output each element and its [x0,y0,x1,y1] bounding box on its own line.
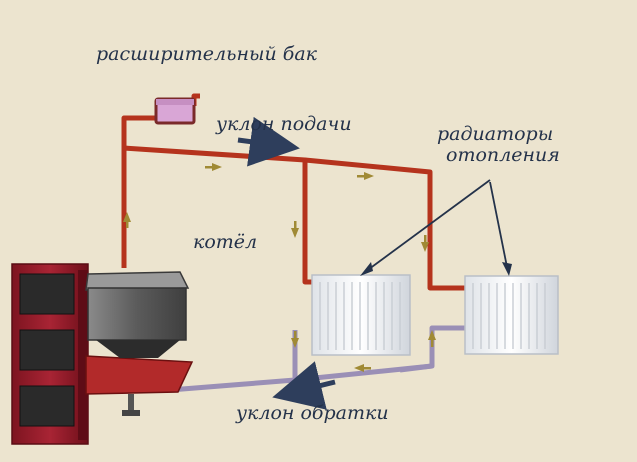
radiator-pointers [360,179,512,276]
radiator-left [311,274,411,356]
radiator-right [464,275,559,355]
radiators-label-line1: радиаторы [437,123,554,145]
return-slope-arrow [272,361,336,410]
flow-arrow-up-2 [428,330,436,340]
supply-slope-arrow [237,116,300,167]
boiler-label: котёл [193,231,258,253]
flow-arrow-down-3 [291,338,299,348]
slope-arrows [237,116,336,410]
supply-pipe [121,93,465,291]
supply-slope-label: уклон подачи [216,113,352,135]
boiler [11,263,194,445]
return-slope-label: уклон обратки [236,402,389,424]
expansion-tank-label: расширительный бак [96,43,318,65]
radiators-label-line2: отопления [446,144,560,166]
flow-arrow-down-1 [291,228,299,238]
flow-arrow-down-2 [421,242,429,252]
flow-arrow-right-2 [364,172,374,180]
flow-arrows [123,163,436,372]
fuel-hopper [85,271,190,358]
flow-arrow-up [123,212,131,222]
expansion-tank [154,97,196,125]
flow-arrow-right-1 [212,163,222,171]
flow-arrow-left-1 [354,364,364,372]
